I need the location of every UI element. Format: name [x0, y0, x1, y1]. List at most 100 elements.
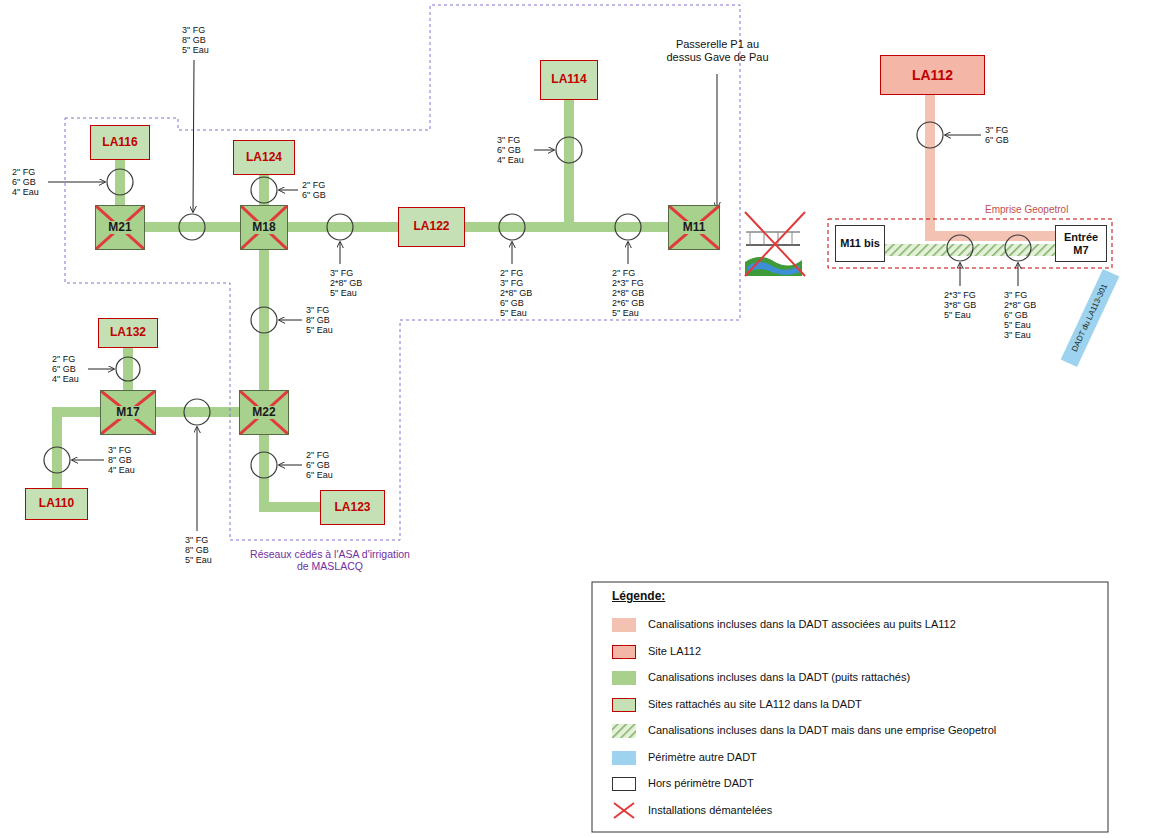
dismantled-cross — [745, 212, 805, 276]
pipe-spec: 2*8" GB — [1004, 300, 1036, 310]
pipe-line — [57, 412, 100, 488]
pipe-circle — [499, 214, 525, 240]
pipe-circle — [107, 169, 133, 195]
leader-arrow — [197, 427, 198, 531]
site-box: LA110 — [25, 488, 88, 520]
pipe-spec: 3" FG — [185, 535, 208, 545]
cross-stroke — [96, 206, 144, 249]
pipe-spec: 2*8" GB — [330, 278, 362, 288]
leader-arrow — [945, 135, 981, 136]
pipe-circle — [116, 357, 140, 381]
node-label: M21 — [106, 221, 133, 235]
site-box: LA122 — [398, 207, 465, 247]
pipe-spec: 5" Eau — [1004, 320, 1031, 330]
area-label: Emprise Geopetrol — [985, 204, 1068, 216]
leader-arrow — [279, 465, 302, 466]
pipe-line — [123, 348, 133, 390]
footbridge-note: Passerelle P1 au dessus Gave de Pau — [665, 38, 770, 63]
legend-swatch — [612, 777, 636, 791]
leader-arrow — [512, 242, 513, 264]
bridge-post — [750, 232, 751, 245]
dismantled-cross — [745, 212, 805, 276]
pipe-spec: 2" FG — [612, 268, 635, 278]
pipe-circle — [184, 399, 210, 425]
pipe-spec: 2" FG — [12, 167, 35, 177]
pipe-spec: 3*8" GB — [944, 300, 976, 310]
legend-text: Hors périmètre DADT — [648, 777, 754, 789]
pipe-circle — [917, 122, 943, 148]
pipe-spec: 2*3" FG — [944, 290, 976, 300]
site-box: LA123 — [320, 490, 385, 525]
pipe-spec: 5" Eau — [182, 45, 209, 55]
pipe-spec: 2*8" GB — [612, 288, 644, 298]
node-label: M11 — [681, 221, 708, 235]
leader-arrows — [48, 60, 1018, 531]
leader-arrow — [340, 242, 341, 264]
leader-arrow — [534, 150, 554, 151]
manifold-box: M22 — [239, 390, 289, 435]
leader-arrow — [193, 60, 194, 212]
leader-arrow — [717, 74, 718, 208]
legend-text: Canalisations incluses dans la DADT asso… — [648, 618, 956, 630]
cross-stroke — [101, 391, 155, 434]
pipe-line — [288, 222, 398, 232]
outside-box: M11 bis — [835, 225, 885, 262]
leader-arrow — [88, 369, 114, 370]
site-box: LA116 — [90, 125, 150, 160]
pipe-spec: 3" FG — [1004, 290, 1027, 300]
node-label: M11 bis — [840, 237, 880, 250]
site-box: LA124 — [233, 140, 295, 175]
pipe-junctions — [44, 122, 1031, 478]
pipe-spec: 3" FG — [108, 445, 131, 455]
main-site-box: LA112 — [880, 55, 985, 95]
legend-text: Périmètre autre DADT — [648, 751, 757, 763]
pipe-spec: 4" Eau — [108, 465, 135, 475]
pipe-spec: 3" FG — [497, 135, 520, 145]
pipe-circle — [327, 214, 353, 240]
leader-arrow — [1018, 263, 1019, 286]
leader-arrow — [279, 320, 302, 321]
pipe-circle — [251, 452, 277, 478]
pipe-spec: 3" FG — [182, 25, 205, 35]
leader-arrow — [48, 182, 105, 183]
pipe-spec: 3" FG — [330, 268, 353, 278]
cross-stroke — [240, 391, 288, 434]
outside-box: Entrée M7 — [1055, 225, 1107, 262]
pipe-spec: 2" FG — [52, 354, 75, 364]
legend-cross-swatch — [614, 803, 634, 818]
legend-frame — [592, 582, 1108, 832]
leader-arrow — [960, 263, 961, 286]
pipe-spec: 8" GB — [182, 35, 206, 45]
legend-text: Canalisations incluses dans la DADT mais… — [648, 724, 996, 736]
legend-swatch — [612, 698, 636, 712]
site-box: LA114 — [540, 60, 598, 100]
bridge-post — [792, 232, 793, 245]
cross-stroke — [669, 206, 719, 249]
pipe-spec: 6" GB — [302, 190, 326, 200]
pipe-spec: 5" Eau — [944, 310, 971, 320]
pipe-spec: 6" GB — [306, 460, 330, 470]
region-outline — [65, 5, 740, 540]
pipe-circle — [44, 447, 70, 473]
node-label: M22 — [250, 406, 277, 420]
pipe-line — [115, 160, 125, 205]
pipe-spec: 8" GB — [306, 315, 330, 325]
pipe-spec: 2*8" GB — [500, 288, 532, 298]
node-label: LA132 — [110, 326, 146, 340]
pipe-line — [569, 100, 668, 227]
legend-swatch — [612, 618, 636, 632]
pipe-spec: 5" Eau — [612, 308, 639, 318]
cross-stroke — [241, 206, 287, 249]
pipe-spec: 3" FG — [985, 125, 1008, 135]
legend-hatch-swatch — [612, 724, 636, 738]
node-label: M18 — [250, 221, 277, 235]
pipe-circle — [615, 214, 641, 240]
manifold-box: M11 — [668, 205, 720, 250]
pipe-line — [145, 222, 240, 232]
legend-text: Site LA112 — [648, 645, 701, 657]
pipe-spec: 2*6" GB — [612, 298, 644, 308]
pipe-spec: 6" GB — [12, 177, 36, 187]
pipe-line — [259, 250, 269, 390]
pipe-spec: 5" Eau — [185, 555, 212, 565]
legend-text: Sites rattachés au site LA112 dans la DA… — [648, 698, 862, 710]
